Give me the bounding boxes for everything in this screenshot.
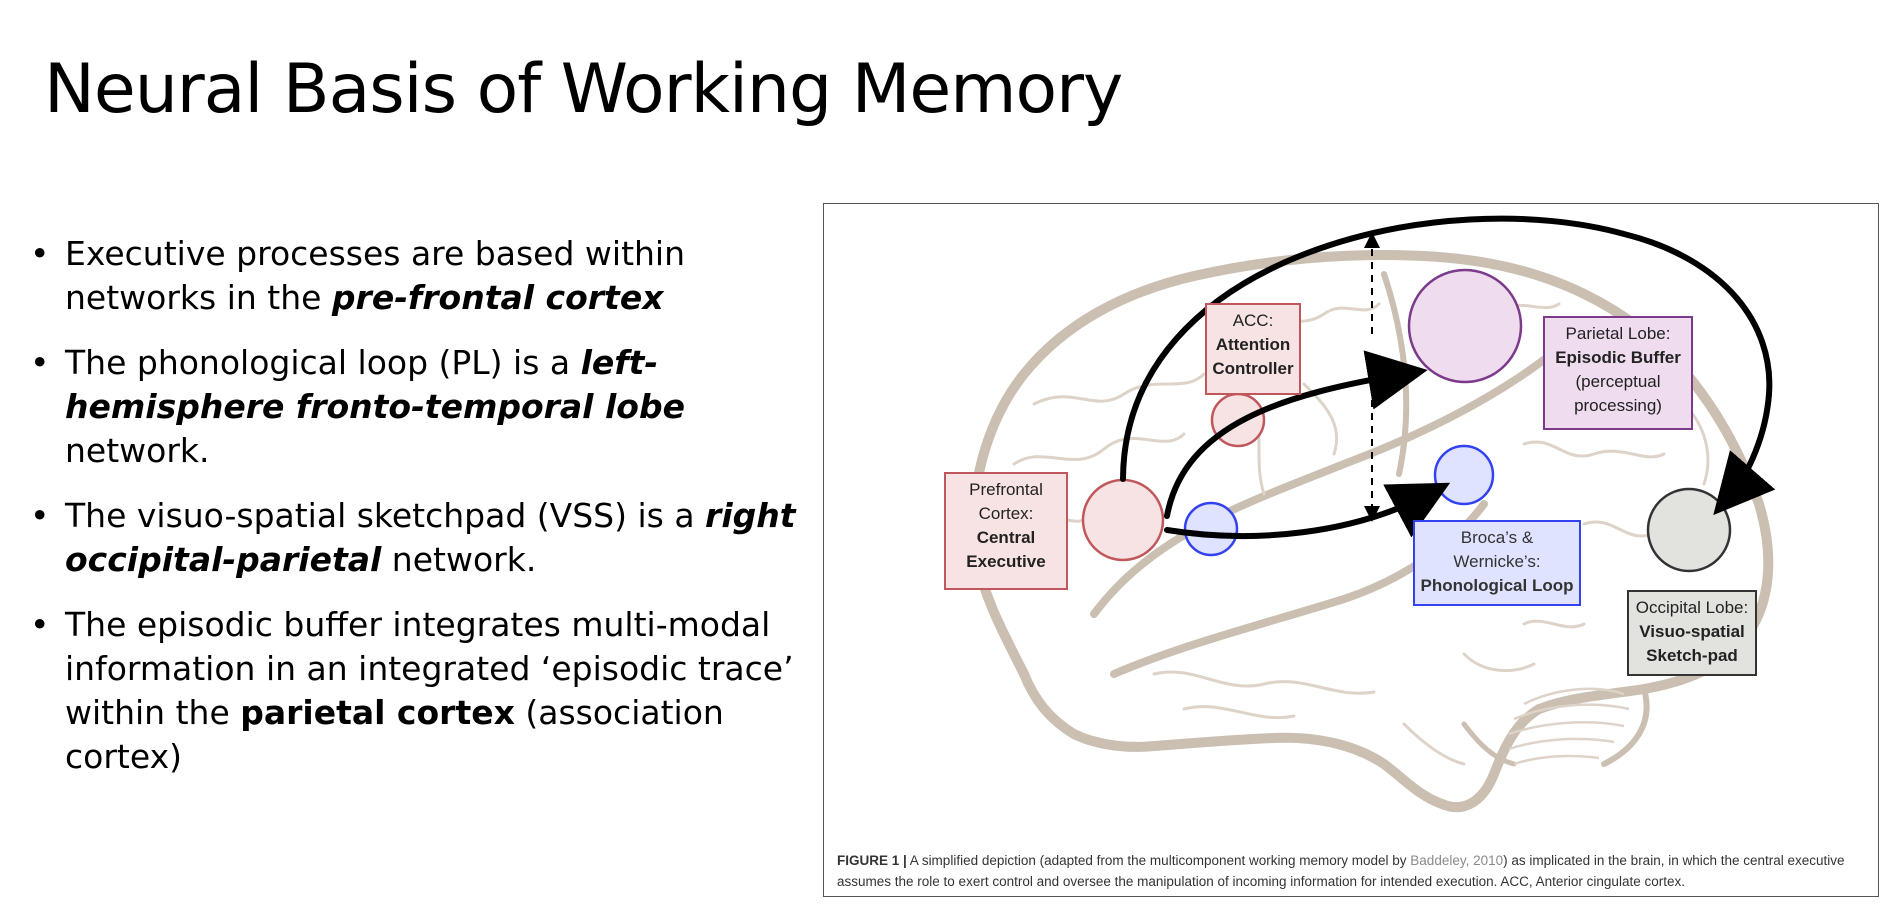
emphasis-text: pre-frontal cortex — [331, 278, 664, 317]
bullet-list: Executive processes are based within net… — [30, 232, 820, 800]
bullet-item: Executive processes are based within net… — [30, 232, 820, 320]
bullet-item: The episodic buffer integrates multi-mod… — [30, 603, 820, 779]
broca-node — [1183, 501, 1239, 557]
bullet-item: The visuo-spatial sketchpad (VSS) is a r… — [30, 494, 820, 582]
wernicke-node — [1433, 444, 1495, 506]
pfc-label-box: Prefrontal Cortex: Central Executive — [944, 472, 1068, 590]
parietal-node — [1407, 268, 1523, 384]
bullet-item: The phonological loop (PL) is a left-hem… — [30, 341, 820, 473]
arrow-pfc-to-parietal — [1164, 350, 1428, 519]
arrow-pfc-to-wernicke — [1164, 482, 1451, 539]
brain-figure: Prefrontal Cortex: Central Executive ACC… — [823, 203, 1879, 897]
citation-link[interactable]: Baddeley, 2010 — [1410, 853, 1504, 868]
slide-title: Neural Basis of Working Memory — [44, 50, 1123, 129]
occipital-label-box: Occipital Lobe: Visuo-spatial Sketch-pad — [1627, 590, 1757, 676]
acc-label-box: ACC: Attention Controller — [1205, 303, 1301, 395]
brain-diagram — [968, 215, 1776, 813]
broca-wernicke-label-box: Broca’s & Wernicke’s: Phonological Loop — [1413, 520, 1581, 606]
emphasis-text: parietal cortex — [240, 693, 515, 732]
cerebellum — [1508, 687, 1630, 766]
emphasis-text: left-hemisphere fronto-temporal lobe — [65, 343, 685, 426]
parietal-label-box: Parietal Lobe: Episodic Buffer (perceptu… — [1543, 316, 1693, 430]
figure-caption: FIGURE 1 | A simplified depiction (adapt… — [837, 853, 1845, 889]
occipital-node — [1646, 487, 1732, 573]
pfc-node — [1081, 478, 1165, 562]
emphasis-text: right occipital-parietal — [65, 496, 796, 579]
